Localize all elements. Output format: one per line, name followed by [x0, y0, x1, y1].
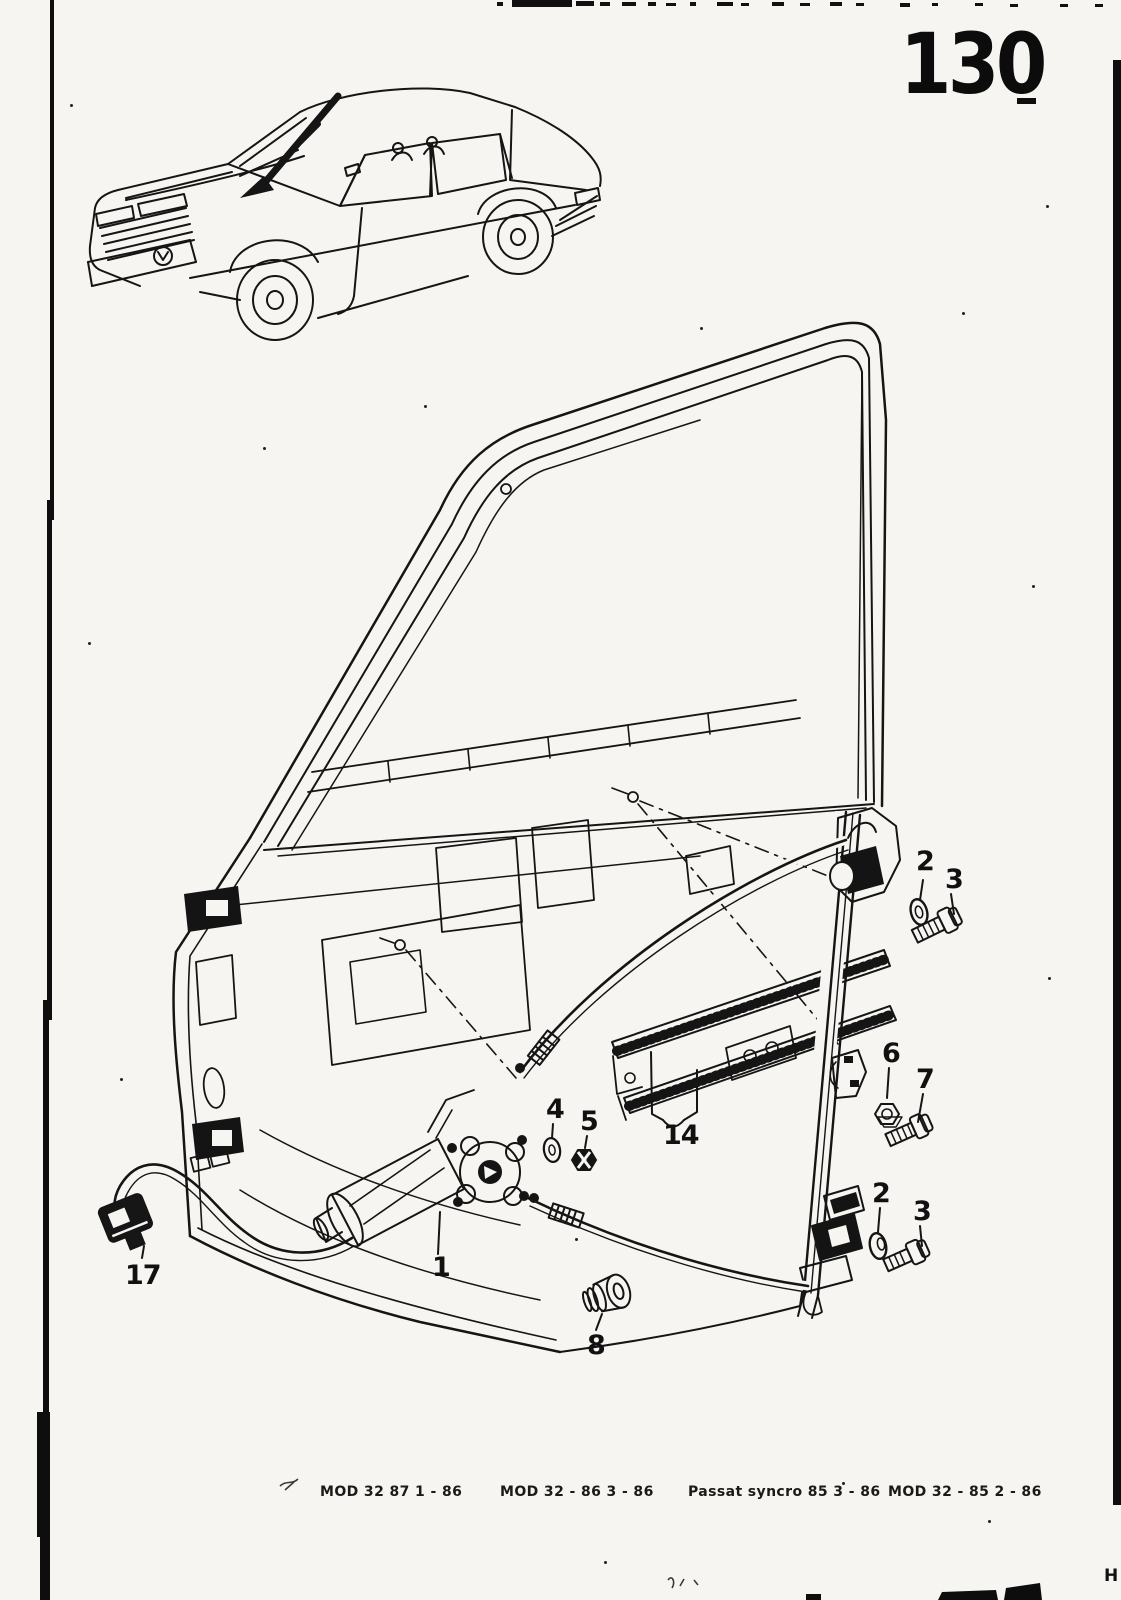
grommet — [581, 1273, 632, 1313]
window-lifter-motor — [312, 1089, 529, 1248]
door-hinge-lower — [192, 1117, 244, 1160]
scan-speckle — [120, 1078, 123, 1081]
washer-motor — [542, 1137, 562, 1163]
bolt-rail — [884, 1113, 934, 1148]
footer-model-code-2: MOD 32 - 86 3 - 86 — [500, 1484, 654, 1500]
callout-1-motor: 1 — [432, 1252, 451, 1283]
wiring-harness — [113, 1148, 355, 1262]
callout-5-nut-motor: 5 — [580, 1106, 599, 1137]
callout-3-bolt-upper: 3 — [945, 864, 964, 895]
scan-speckle — [700, 327, 703, 330]
callout-4-washer-motor: 4 — [546, 1094, 565, 1125]
door-hinge-upper — [184, 886, 242, 932]
bolt-lower — [882, 1238, 931, 1273]
handwritten-mark — [279, 1478, 699, 1589]
callout-3-bolt-lower: 3 — [913, 1196, 932, 1227]
nut-rail — [874, 1103, 903, 1128]
scan-speckle — [988, 1520, 991, 1523]
margin-letter: H — [1104, 1566, 1119, 1586]
footer-model-code-4: MOD 32 - 85 2 - 86 — [888, 1484, 1042, 1500]
regulator-rail — [793, 807, 901, 1319]
scan-speckle — [1032, 585, 1035, 588]
callout-17-connector: 17 — [125, 1260, 162, 1291]
scan-speckle — [604, 1561, 607, 1564]
window-guide-rails — [611, 949, 898, 1121]
callout-7-bolt-rail: 7 — [916, 1064, 935, 1095]
scan-speckle — [842, 1482, 845, 1485]
callout-2-washer-lower: 2 — [872, 1178, 891, 1209]
footer-model-code-3: Passat syncro 85 3 - 86 — [688, 1484, 881, 1500]
nut-motor — [570, 1149, 598, 1171]
scan-speckle — [88, 642, 91, 645]
callout-leader-lines — [141, 879, 955, 1331]
callout-2-washer-upper: 2 — [916, 846, 935, 877]
washer-lower — [868, 1231, 888, 1261]
clipped-top-text-fragment — [497, 0, 1103, 7]
harness-connector — [97, 1193, 153, 1251]
scan-border-right — [1017, 60, 1121, 1505]
door-illustration — [172, 321, 888, 1354]
door-window-arrow-icon — [240, 176, 274, 198]
page-number: 130 — [900, 15, 1047, 113]
callout-6-nut-rail: 6 — [882, 1038, 901, 1069]
regulator-cable — [515, 835, 849, 1293]
callout-8-grommet: 8 — [587, 1330, 606, 1361]
vehicle-illustration — [87, 87, 602, 341]
clipped-footer-number — [806, 1583, 1042, 1600]
scan-speckle — [70, 104, 73, 107]
footer-model-code-1: MOD 32 87 1 - 86 — [320, 1484, 463, 1500]
scan-speckle — [424, 405, 427, 408]
callout-14-guide-rails: 14 — [663, 1120, 700, 1151]
scan-speckle — [962, 312, 965, 315]
scan-speckle — [1048, 977, 1051, 980]
scan-speckle — [575, 1238, 578, 1241]
scan-speckle — [1046, 205, 1049, 208]
bolt-upper — [910, 906, 963, 944]
scan-speckle — [263, 447, 266, 450]
scan-border-left — [37, 0, 54, 1600]
